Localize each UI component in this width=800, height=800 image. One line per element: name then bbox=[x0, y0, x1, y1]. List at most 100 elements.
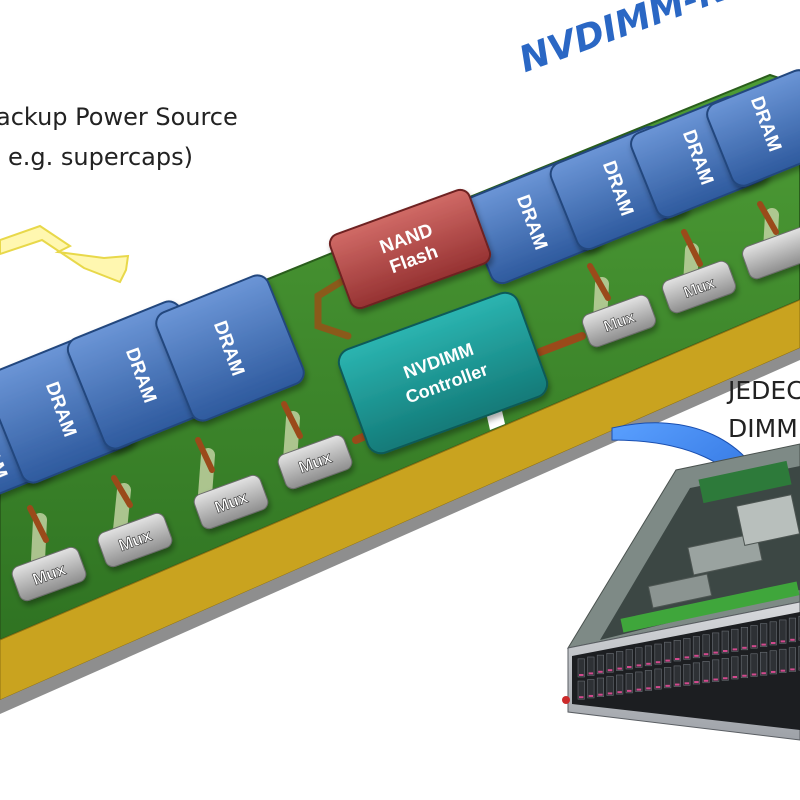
drive-led-icon bbox=[751, 673, 757, 676]
backup-power-arrow bbox=[0, 224, 130, 284]
drive-bay bbox=[596, 654, 605, 675]
drive-bay bbox=[616, 674, 624, 695]
drive-led-icon bbox=[771, 670, 776, 673]
mux-1: Mux bbox=[11, 546, 87, 602]
drive-bay bbox=[721, 658, 729, 681]
drive-bay bbox=[702, 661, 710, 684]
drive-led-icon bbox=[636, 688, 642, 691]
drive-led-icon bbox=[732, 648, 738, 651]
drive-bay bbox=[731, 628, 739, 652]
drive-bay bbox=[635, 671, 643, 692]
drive-bay bbox=[760, 623, 768, 647]
drive-bay bbox=[712, 632, 720, 655]
drive-bay bbox=[760, 651, 768, 676]
drive-led-icon bbox=[598, 693, 603, 696]
drive-led-icon bbox=[607, 692, 613, 695]
drive-led-icon bbox=[617, 667, 622, 670]
drive-led-icon bbox=[761, 643, 766, 646]
jedec-dimm-label: JEDEC DIMM bbox=[728, 376, 800, 443]
drive-led-icon bbox=[780, 640, 786, 643]
drive-bay bbox=[721, 630, 729, 654]
drive-led-icon bbox=[579, 674, 584, 676]
drive-led-icon bbox=[627, 689, 632, 692]
drive-bay bbox=[798, 645, 800, 671]
server-internals bbox=[620, 460, 800, 633]
dram-chip-8: DRAM bbox=[706, 69, 800, 187]
drive-led-icon bbox=[694, 681, 699, 684]
drive-led-icon bbox=[771, 642, 776, 644]
drive-bay bbox=[798, 615, 800, 641]
drive-bay bbox=[635, 647, 643, 668]
drive-bay bbox=[654, 643, 662, 665]
drive-bay bbox=[692, 662, 701, 685]
dram-chip-4: DRAM bbox=[155, 274, 305, 422]
mux-5: Mux bbox=[582, 294, 656, 348]
drive-bay bbox=[644, 645, 653, 667]
mux-7 bbox=[742, 226, 800, 280]
drive-bay bbox=[740, 654, 749, 679]
mux-6: Mux bbox=[662, 260, 736, 314]
drive-led-icon bbox=[703, 653, 709, 656]
drive-led-icon bbox=[684, 682, 690, 685]
drive-bay bbox=[664, 641, 672, 663]
drive-bay bbox=[769, 650, 777, 675]
drive-led-icon bbox=[607, 669, 613, 672]
mux-2: Mux bbox=[97, 512, 173, 568]
drive-led-icon bbox=[723, 677, 728, 680]
drive-led-icon bbox=[655, 686, 661, 689]
drive-led-icon bbox=[646, 662, 651, 665]
drive-bay bbox=[625, 649, 633, 670]
drive-bays bbox=[577, 615, 800, 700]
drive-bay bbox=[702, 634, 710, 657]
mux-3: Mux bbox=[193, 474, 269, 530]
drive-led-icon bbox=[742, 674, 747, 677]
drive-bay bbox=[750, 653, 758, 677]
drive-bay bbox=[769, 621, 777, 646]
drive-led-icon bbox=[579, 696, 584, 699]
drive-bay bbox=[779, 648, 787, 673]
drive-bay bbox=[644, 670, 653, 691]
drive-bay bbox=[587, 679, 595, 699]
drive-bay bbox=[606, 652, 614, 673]
mux-4: Mux bbox=[277, 434, 353, 490]
drive-bay bbox=[606, 676, 614, 696]
drive-bay bbox=[750, 625, 758, 649]
drive-led-icon bbox=[684, 656, 690, 659]
drive-led-icon bbox=[742, 646, 747, 649]
drive-led-icon bbox=[780, 669, 786, 672]
mux-label: Mux bbox=[296, 448, 335, 478]
drive-led-icon bbox=[636, 664, 642, 667]
drive-bay bbox=[692, 636, 701, 659]
drive-bay bbox=[788, 647, 797, 672]
backup-power-label: ackup Power Source e.g. supercaps) bbox=[0, 103, 238, 171]
drive-led-icon bbox=[732, 676, 738, 678]
nand-flash-chip: NAND Flash bbox=[328, 188, 492, 310]
drive-led-icon bbox=[723, 650, 728, 652]
drive-led-icon bbox=[665, 659, 670, 662]
power-led-icon bbox=[562, 696, 570, 704]
drive-bay bbox=[673, 665, 681, 687]
drive-led-icon bbox=[675, 658, 680, 660]
drive-led-icon bbox=[703, 679, 709, 682]
drive-bay bbox=[683, 638, 691, 660]
drive-led-icon bbox=[713, 678, 718, 681]
drive-bay bbox=[616, 651, 624, 671]
drive-led-icon bbox=[751, 645, 757, 648]
drive-bay bbox=[625, 673, 633, 694]
drive-led-icon bbox=[761, 672, 766, 675]
drive-bay bbox=[779, 619, 787, 644]
drive-led-icon bbox=[713, 651, 718, 654]
drive-bay bbox=[664, 667, 672, 689]
drive-bay bbox=[587, 656, 595, 676]
drive-led-icon bbox=[675, 683, 680, 686]
drive-bay bbox=[577, 680, 585, 700]
nvdimm-controller-chip: NVDIMM Controller bbox=[337, 291, 549, 455]
drive-led-icon bbox=[588, 672, 594, 675]
server-chassis bbox=[562, 443, 800, 741]
drive-bay bbox=[731, 656, 739, 680]
drive-bay bbox=[577, 658, 585, 678]
drive-bay bbox=[712, 659, 720, 682]
drive-led-icon bbox=[617, 691, 622, 694]
drive-led-icon bbox=[627, 666, 632, 668]
